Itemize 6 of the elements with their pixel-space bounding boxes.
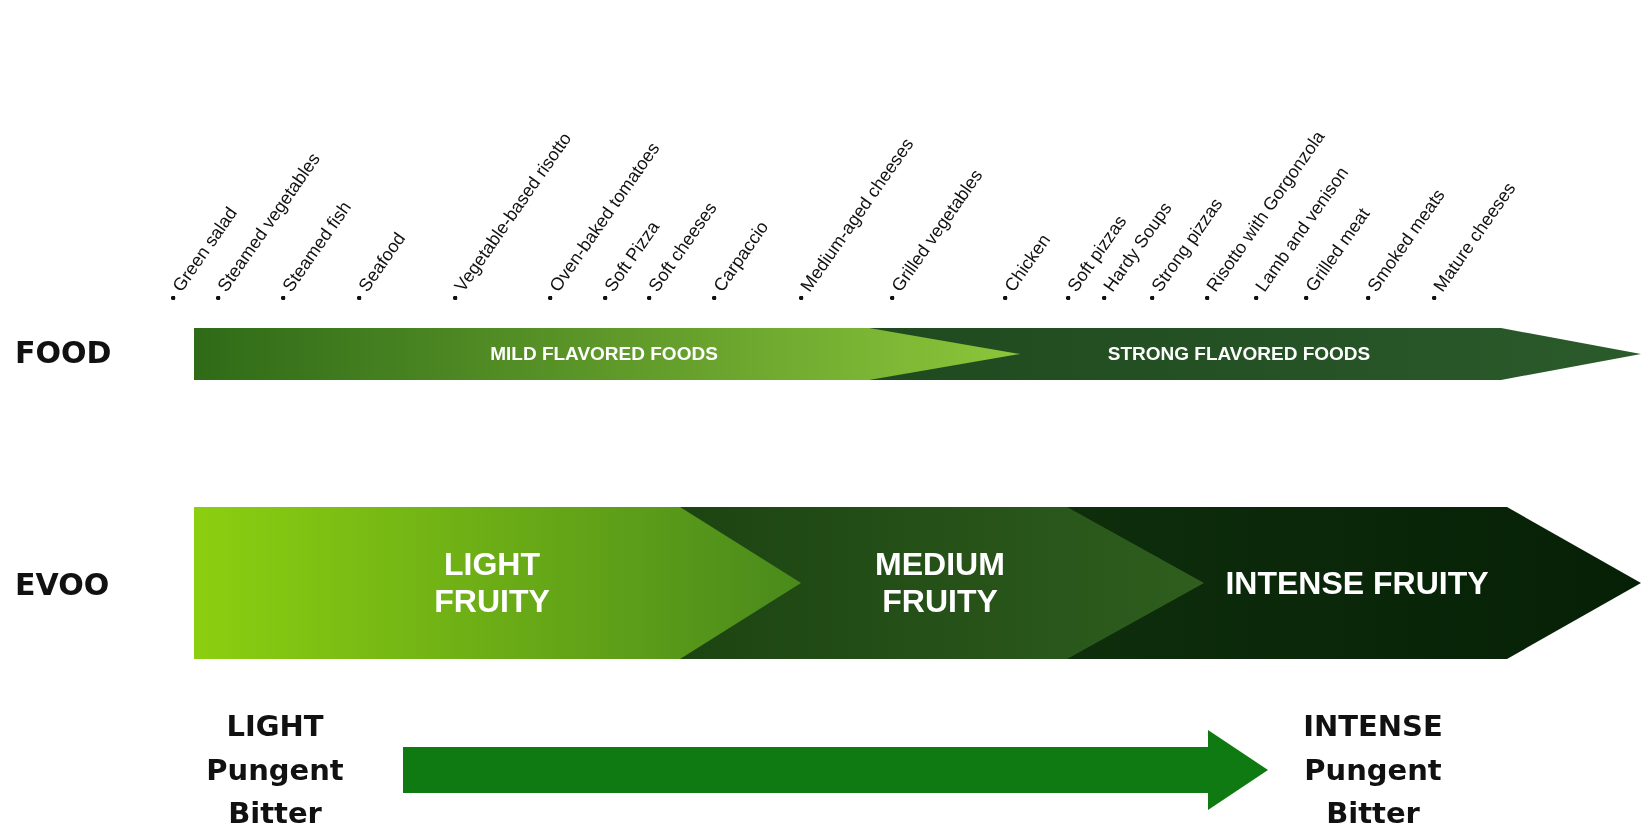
scale-label: LIGHT Pungent Bitter <box>200 705 403 832</box>
chevron-band: MILD FLAVORED FOODS <box>194 328 1020 380</box>
row-label: EVOO <box>15 567 110 602</box>
scale-label: INTENSE Pungent Bitter <box>1268 705 1478 832</box>
arrow <box>403 730 1268 810</box>
row-label: FOOD <box>15 335 112 370</box>
